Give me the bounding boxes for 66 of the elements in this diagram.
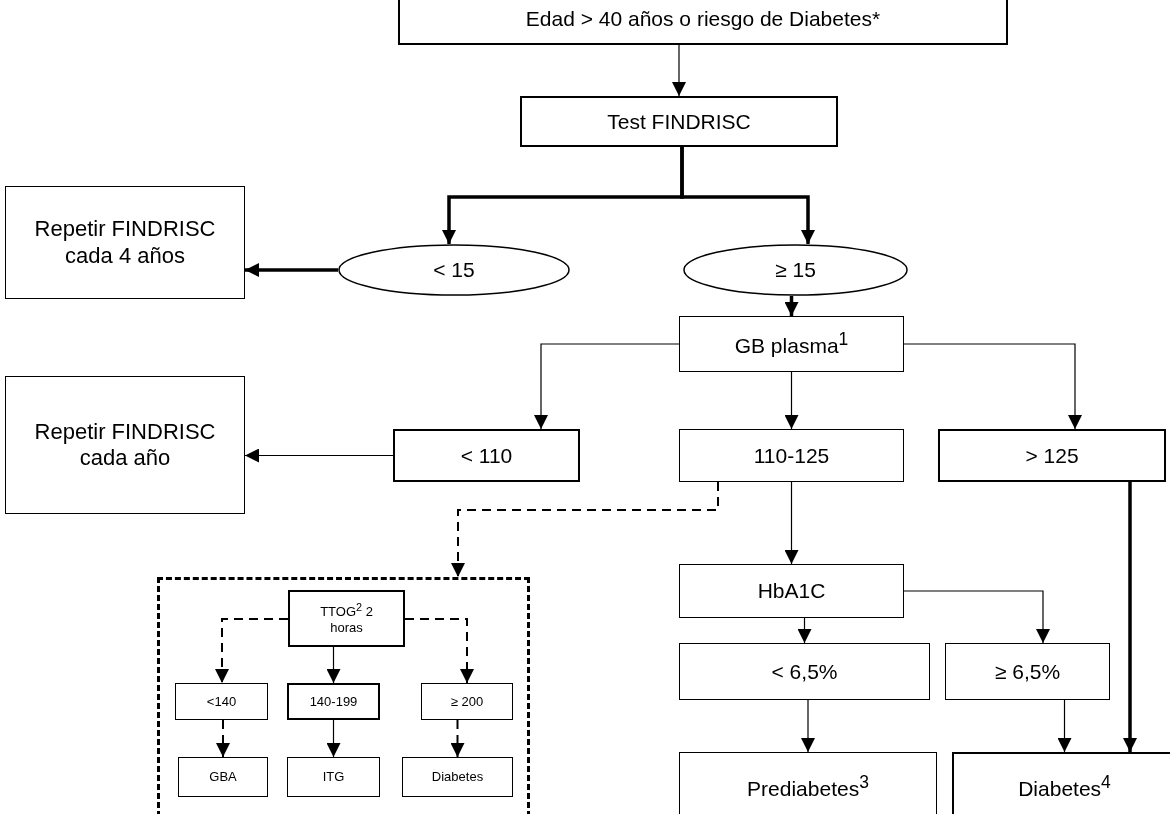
- process-box: [5, 186, 245, 299]
- dashed-arrow: [215, 618, 289, 684]
- arrow: [1123, 482, 1137, 752]
- box-text: <140: [205, 693, 238, 710]
- process-box: [679, 752, 937, 814]
- process-box: [679, 564, 904, 618]
- process-box: [952, 752, 1170, 814]
- process-box: [287, 683, 380, 720]
- process-box: [520, 96, 838, 147]
- process-box: [402, 757, 513, 797]
- box-text: GBA: [208, 769, 238, 785]
- process-box: [945, 643, 1110, 700]
- process-box: [175, 683, 268, 720]
- box-text: HbA1C: [756, 578, 827, 604]
- dashed-arrow: [404, 618, 474, 684]
- process-box: [287, 757, 380, 797]
- box-text: Test FINDRISC: [606, 108, 752, 135]
- box-text: ≥ 200: [449, 693, 485, 710]
- arrow: [797, 617, 812, 644]
- box-text: Edad > 40 años o riesgo de Diabetes*: [524, 5, 882, 32]
- process-box: [5, 376, 245, 514]
- arrow: [784, 481, 799, 565]
- arrow: [534, 343, 680, 430]
- box-text: 110-125: [752, 442, 831, 469]
- arrow: [1057, 699, 1072, 753]
- process-box: [288, 590, 405, 647]
- process-box: [679, 429, 904, 482]
- arrow: [244, 448, 394, 463]
- process-box: [178, 757, 268, 797]
- box-text: ≥ 15: [774, 257, 817, 283]
- box-text: < 15: [432, 257, 476, 283]
- arrow: [784, 296, 799, 316]
- box-text: ITG: [321, 769, 346, 785]
- process-box: [938, 429, 1166, 482]
- process-box: [421, 683, 513, 720]
- arrow: [326, 646, 341, 684]
- box-text: ≥ 6,5%: [993, 658, 1062, 685]
- box-text: GB plasma$^{1}$: [733, 329, 850, 359]
- dashed-arrow: [450, 719, 465, 758]
- box-text: Prediabetes$^{3}$: [746, 772, 870, 802]
- box-text: Diabetes$^{4}$: [1017, 772, 1112, 802]
- arrow: [245, 263, 338, 277]
- box-text: TTOG$^{2}$ 2 horas: [319, 601, 374, 636]
- decision-ellipse: [338, 244, 570, 296]
- process-box: [679, 316, 904, 372]
- arrow: [784, 371, 799, 430]
- arrow: [903, 343, 1082, 430]
- box-text: Diabetes: [430, 769, 485, 785]
- box-text: > 125: [1024, 442, 1080, 469]
- dashed-group-box: [157, 577, 530, 814]
- arrow: [903, 590, 1050, 644]
- dashed-arrow: [216, 719, 230, 758]
- arrow: [672, 44, 686, 97]
- arrow: [680, 147, 815, 244]
- dashed-arrow: [451, 481, 719, 578]
- decision-ellipse: [683, 244, 908, 296]
- box-text: Repetir FINDRISC cada 4 años: [33, 216, 217, 269]
- process-box: [393, 429, 580, 482]
- box-text: 140-199: [308, 693, 359, 710]
- box-text: Repetir FINDRISC cada año: [33, 418, 217, 472]
- arrow: [801, 699, 815, 753]
- process-box: [398, 0, 1008, 45]
- process-box: [679, 643, 930, 700]
- arrow: [326, 719, 341, 758]
- box-text: < 110: [459, 442, 514, 469]
- box-text: < 6,5%: [770, 658, 839, 685]
